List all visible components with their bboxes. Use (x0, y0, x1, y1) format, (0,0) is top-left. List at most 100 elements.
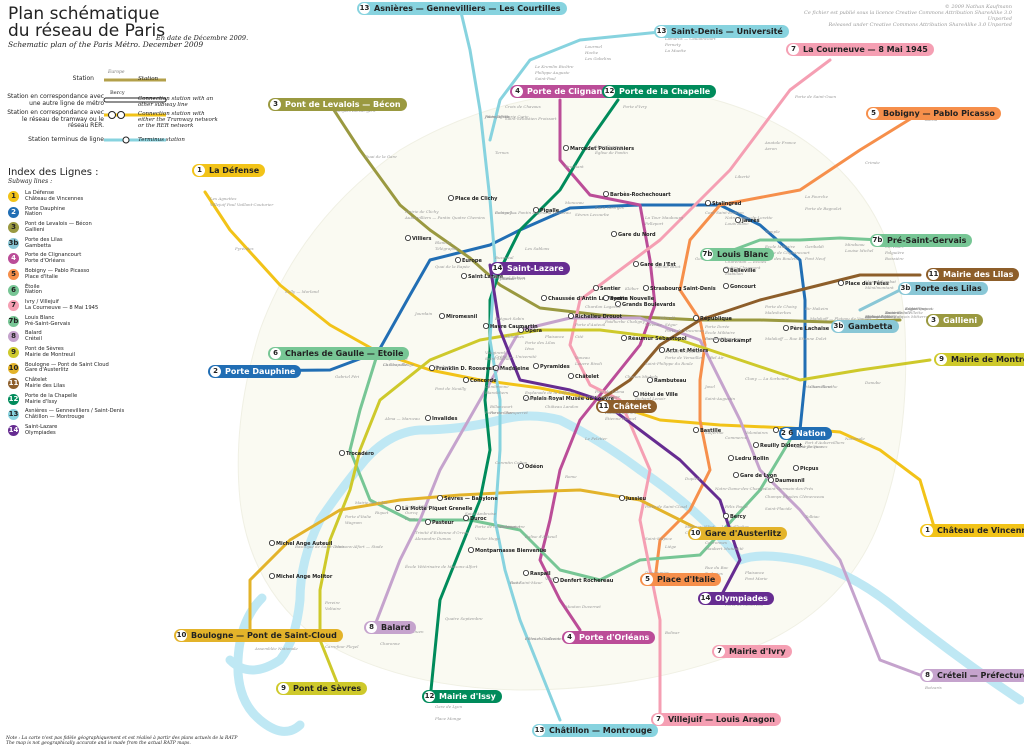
terminal-label: La Courneuve — 8 Mai 1945 (803, 45, 928, 54)
line-badge-icon: 11 (8, 378, 19, 390)
line-number-icon: 8 (922, 670, 933, 681)
station-major: Franklin D. Roosevelt (436, 366, 497, 372)
legend-corr-tag: Bercy (110, 90, 125, 96)
station-minor: Plaisance (544, 334, 565, 339)
station-dot (492, 364, 499, 371)
station-minor: Saint-Paul (535, 76, 556, 81)
station-major: Opéra (525, 327, 542, 334)
line-number-icon: 7 (788, 44, 799, 55)
station-minor: Château Landon (545, 404, 579, 409)
line-number-icon: 13 (534, 725, 545, 736)
terminal-label: Gare d'Austerlitz (705, 529, 782, 538)
terminal-gare-d-austerlitz: 10 Gare d'Austerlitz (688, 527, 788, 540)
station-dot (268, 540, 275, 547)
line-number-icon: 10 (690, 528, 701, 539)
station-minor: Pelleport (644, 221, 664, 226)
terminal-label: La Défense (209, 166, 260, 175)
station-major: Place de Clichy (455, 196, 498, 202)
station-dot (438, 312, 445, 319)
title-block: Plan schématique du réseau de Paris Sche… (8, 6, 248, 50)
station-minor: Villejuif Léo Lagrange (575, 394, 621, 399)
station-major: Montparnasse Bienvenüe (475, 548, 547, 554)
station-minor: Saint-Placide (765, 506, 792, 511)
station-major: Réaumur Sébastopol (628, 335, 687, 342)
legend-corr-en: Connection station with an other subway … (138, 96, 214, 108)
line-4 (538, 98, 657, 632)
station-minor: Colonel Fabien (495, 275, 526, 280)
station-minor: Télégraphe (435, 246, 458, 251)
line-badge-icon: 13 (8, 409, 19, 421)
station-minor: Malakoff — Rue Etienne Dolet (764, 336, 827, 341)
station-minor: Bérault (659, 315, 675, 320)
station-minor: Dugommier (644, 570, 670, 575)
station-dot (735, 216, 742, 223)
station-dot (428, 364, 435, 371)
station-minor: Pont Neuf (804, 256, 827, 261)
map-note: Note : La carte n'est pas fidèle géograp… (6, 736, 306, 746)
line-number-icon: 3b (900, 283, 911, 294)
station-minor: Porte de Charenton (474, 524, 515, 529)
terminal-label: Porte de la Chapelle (619, 87, 711, 96)
station-minor: Rome (564, 474, 577, 479)
station-minor: Le Kremlin Bicêtre (534, 64, 574, 69)
seine-loop (233, 593, 305, 736)
line-number-icon: 7b (872, 235, 883, 246)
station-minor: Louvre Rivoli (574, 361, 603, 366)
station-minor: Pont de Neuilly (434, 386, 467, 391)
station-major: Saint Lazare (468, 274, 504, 280)
station-major: Bastille (700, 428, 722, 434)
index-line-text: Asnières — Gennevilliers / Saint-Denis C… (25, 408, 125, 421)
station-dot (643, 284, 650, 291)
station-major: Concorde (470, 378, 497, 384)
legend-station-en: Station (138, 76, 159, 82)
index-line-text: Porte Dauphine Nation (25, 205, 66, 218)
station-minor: Robespierre (499, 524, 525, 529)
terminal-label: Créteil — Préfecture (937, 671, 1024, 680)
terminal-label: Pont de Levalois — Bécon (285, 100, 401, 109)
station-dot (563, 144, 570, 151)
station-dot (647, 376, 654, 383)
station-minor: Porte de la Villette (884, 310, 923, 315)
station-dot (447, 194, 454, 201)
station-major: Richelieu Drouot (575, 314, 623, 320)
line-5 (653, 111, 922, 582)
station-major: Belleville (730, 268, 756, 274)
line-number-icon: 2 6 (781, 428, 794, 439)
line-number-icon: 12 (424, 691, 435, 702)
line-badge-icon: 6 (8, 284, 19, 296)
station-minor: Wagram (345, 520, 362, 525)
station-minor: Gare de Lyon (435, 704, 463, 709)
line-number-icon: 11 (598, 401, 609, 412)
station-major: Père Lachaise (790, 325, 830, 332)
station-minor: Plaisance (744, 570, 765, 575)
station-minor: Maraîchers (484, 390, 508, 395)
station-minor: Victor Hugo (475, 536, 500, 541)
terminal-label: Château de Vincennes (937, 526, 1024, 535)
station-minor: Crimée (865, 160, 880, 165)
line-number-icon: 7 (714, 646, 725, 657)
station-minor: Porte d'Auteuil (574, 322, 606, 327)
station-minor: Sully — Morland (285, 289, 319, 294)
station-dot (705, 199, 712, 206)
station-minor: Assemblée Nationale (254, 646, 298, 651)
station-dot (454, 256, 461, 263)
station-dot (533, 206, 540, 213)
station-minor: Le Peletier (584, 436, 608, 441)
index-line-text: Pont de Sèvres Mairie de Montreuil (25, 345, 75, 358)
station-minor: Cadet (905, 306, 917, 311)
line-13-branch (488, 30, 662, 142)
terminal-label: Pré-Saint-Gervais (887, 236, 967, 245)
station-dot (693, 426, 700, 433)
station-dot (518, 462, 525, 469)
station-dot (424, 519, 431, 526)
